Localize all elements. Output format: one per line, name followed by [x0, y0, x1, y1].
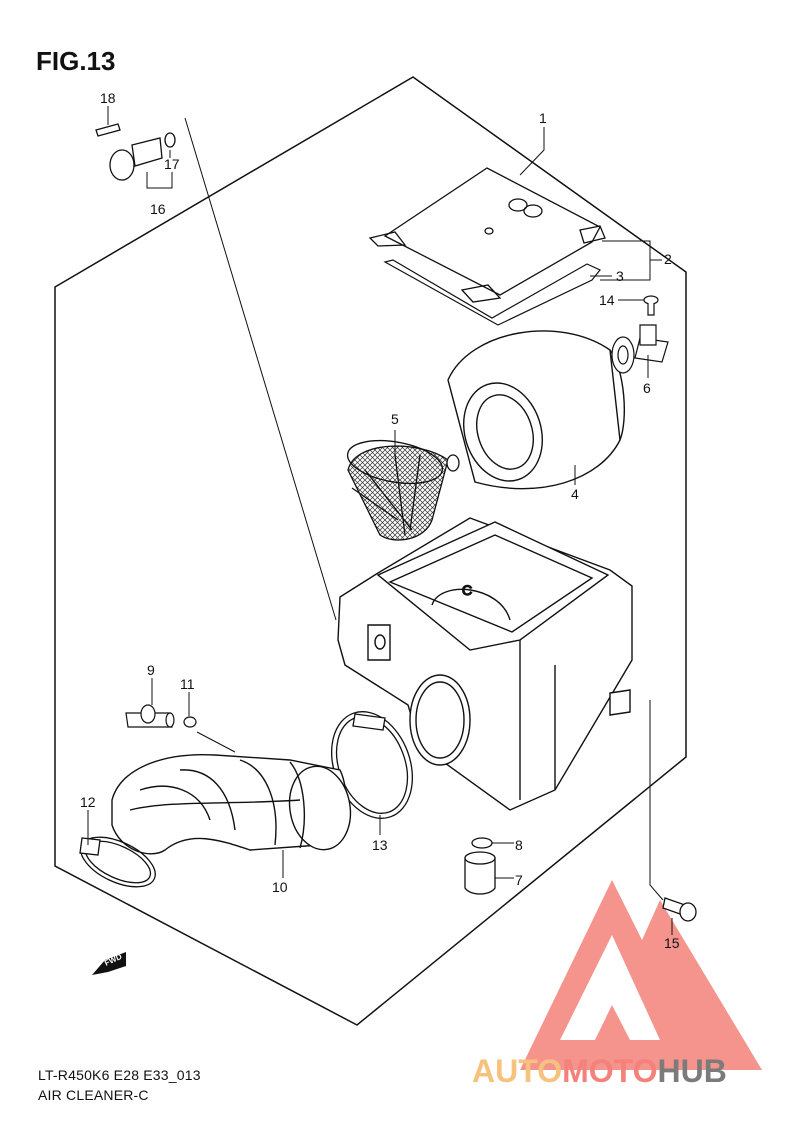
part-number: 8	[515, 837, 523, 853]
filter-lid	[368, 167, 606, 303]
section-name: AIR CLEANER-C	[38, 1087, 149, 1103]
part-number: 10	[272, 879, 288, 895]
filter-element	[447, 330, 625, 490]
watermark-logo	[520, 880, 762, 1070]
housing-mark: C	[462, 582, 472, 598]
screw-14	[643, 295, 659, 316]
part-number-labels: 1 2 3 4 5 6 7 8 9 10 11 12 13 14 15 16 1…	[80, 90, 680, 951]
fwd-arrow: FWD	[92, 952, 126, 975]
lid-gasket	[383, 259, 601, 326]
part-number: 13	[372, 837, 388, 853]
filter-cage	[346, 439, 460, 541]
model-code: LT-R450K6 E28 E33_013	[38, 1067, 201, 1083]
part-number: 17	[164, 156, 180, 172]
part-number: 14	[599, 292, 615, 308]
leader-lines	[87, 106, 673, 935]
fitting-9	[125, 704, 175, 728]
part-number: 12	[80, 794, 96, 810]
part-number: 4	[571, 486, 579, 502]
intake-hose	[111, 753, 352, 855]
sensor-assembly	[95, 123, 176, 181]
part-number: 11	[180, 676, 195, 692]
air-cleaner-housing: C	[337, 517, 633, 811]
part-number: 7	[515, 872, 523, 888]
part-number: 5	[391, 411, 399, 427]
part-number: 16	[150, 201, 166, 217]
watermark-hub: HUB	[657, 1053, 726, 1089]
part-number: 18	[100, 90, 116, 106]
part-number: 6	[643, 380, 651, 396]
watermark-auto: AUTOMOTO	[472, 1053, 657, 1089]
part-number: 9	[147, 662, 155, 678]
clamp-part	[611, 324, 669, 374]
watermark-text: AUTOMOTOHUB	[472, 1053, 727, 1089]
part-number: 2	[664, 251, 672, 267]
bolt-15	[662, 897, 697, 922]
part-number: 1	[539, 110, 547, 126]
hose-clamp-12	[79, 836, 156, 888]
figure-title: FIG.13	[36, 46, 116, 76]
drain-plug	[464, 837, 496, 895]
assembly-outline	[54, 76, 687, 1026]
part-number: 3	[616, 268, 624, 284]
clip-11	[183, 716, 197, 728]
part-number: 15	[664, 935, 680, 951]
